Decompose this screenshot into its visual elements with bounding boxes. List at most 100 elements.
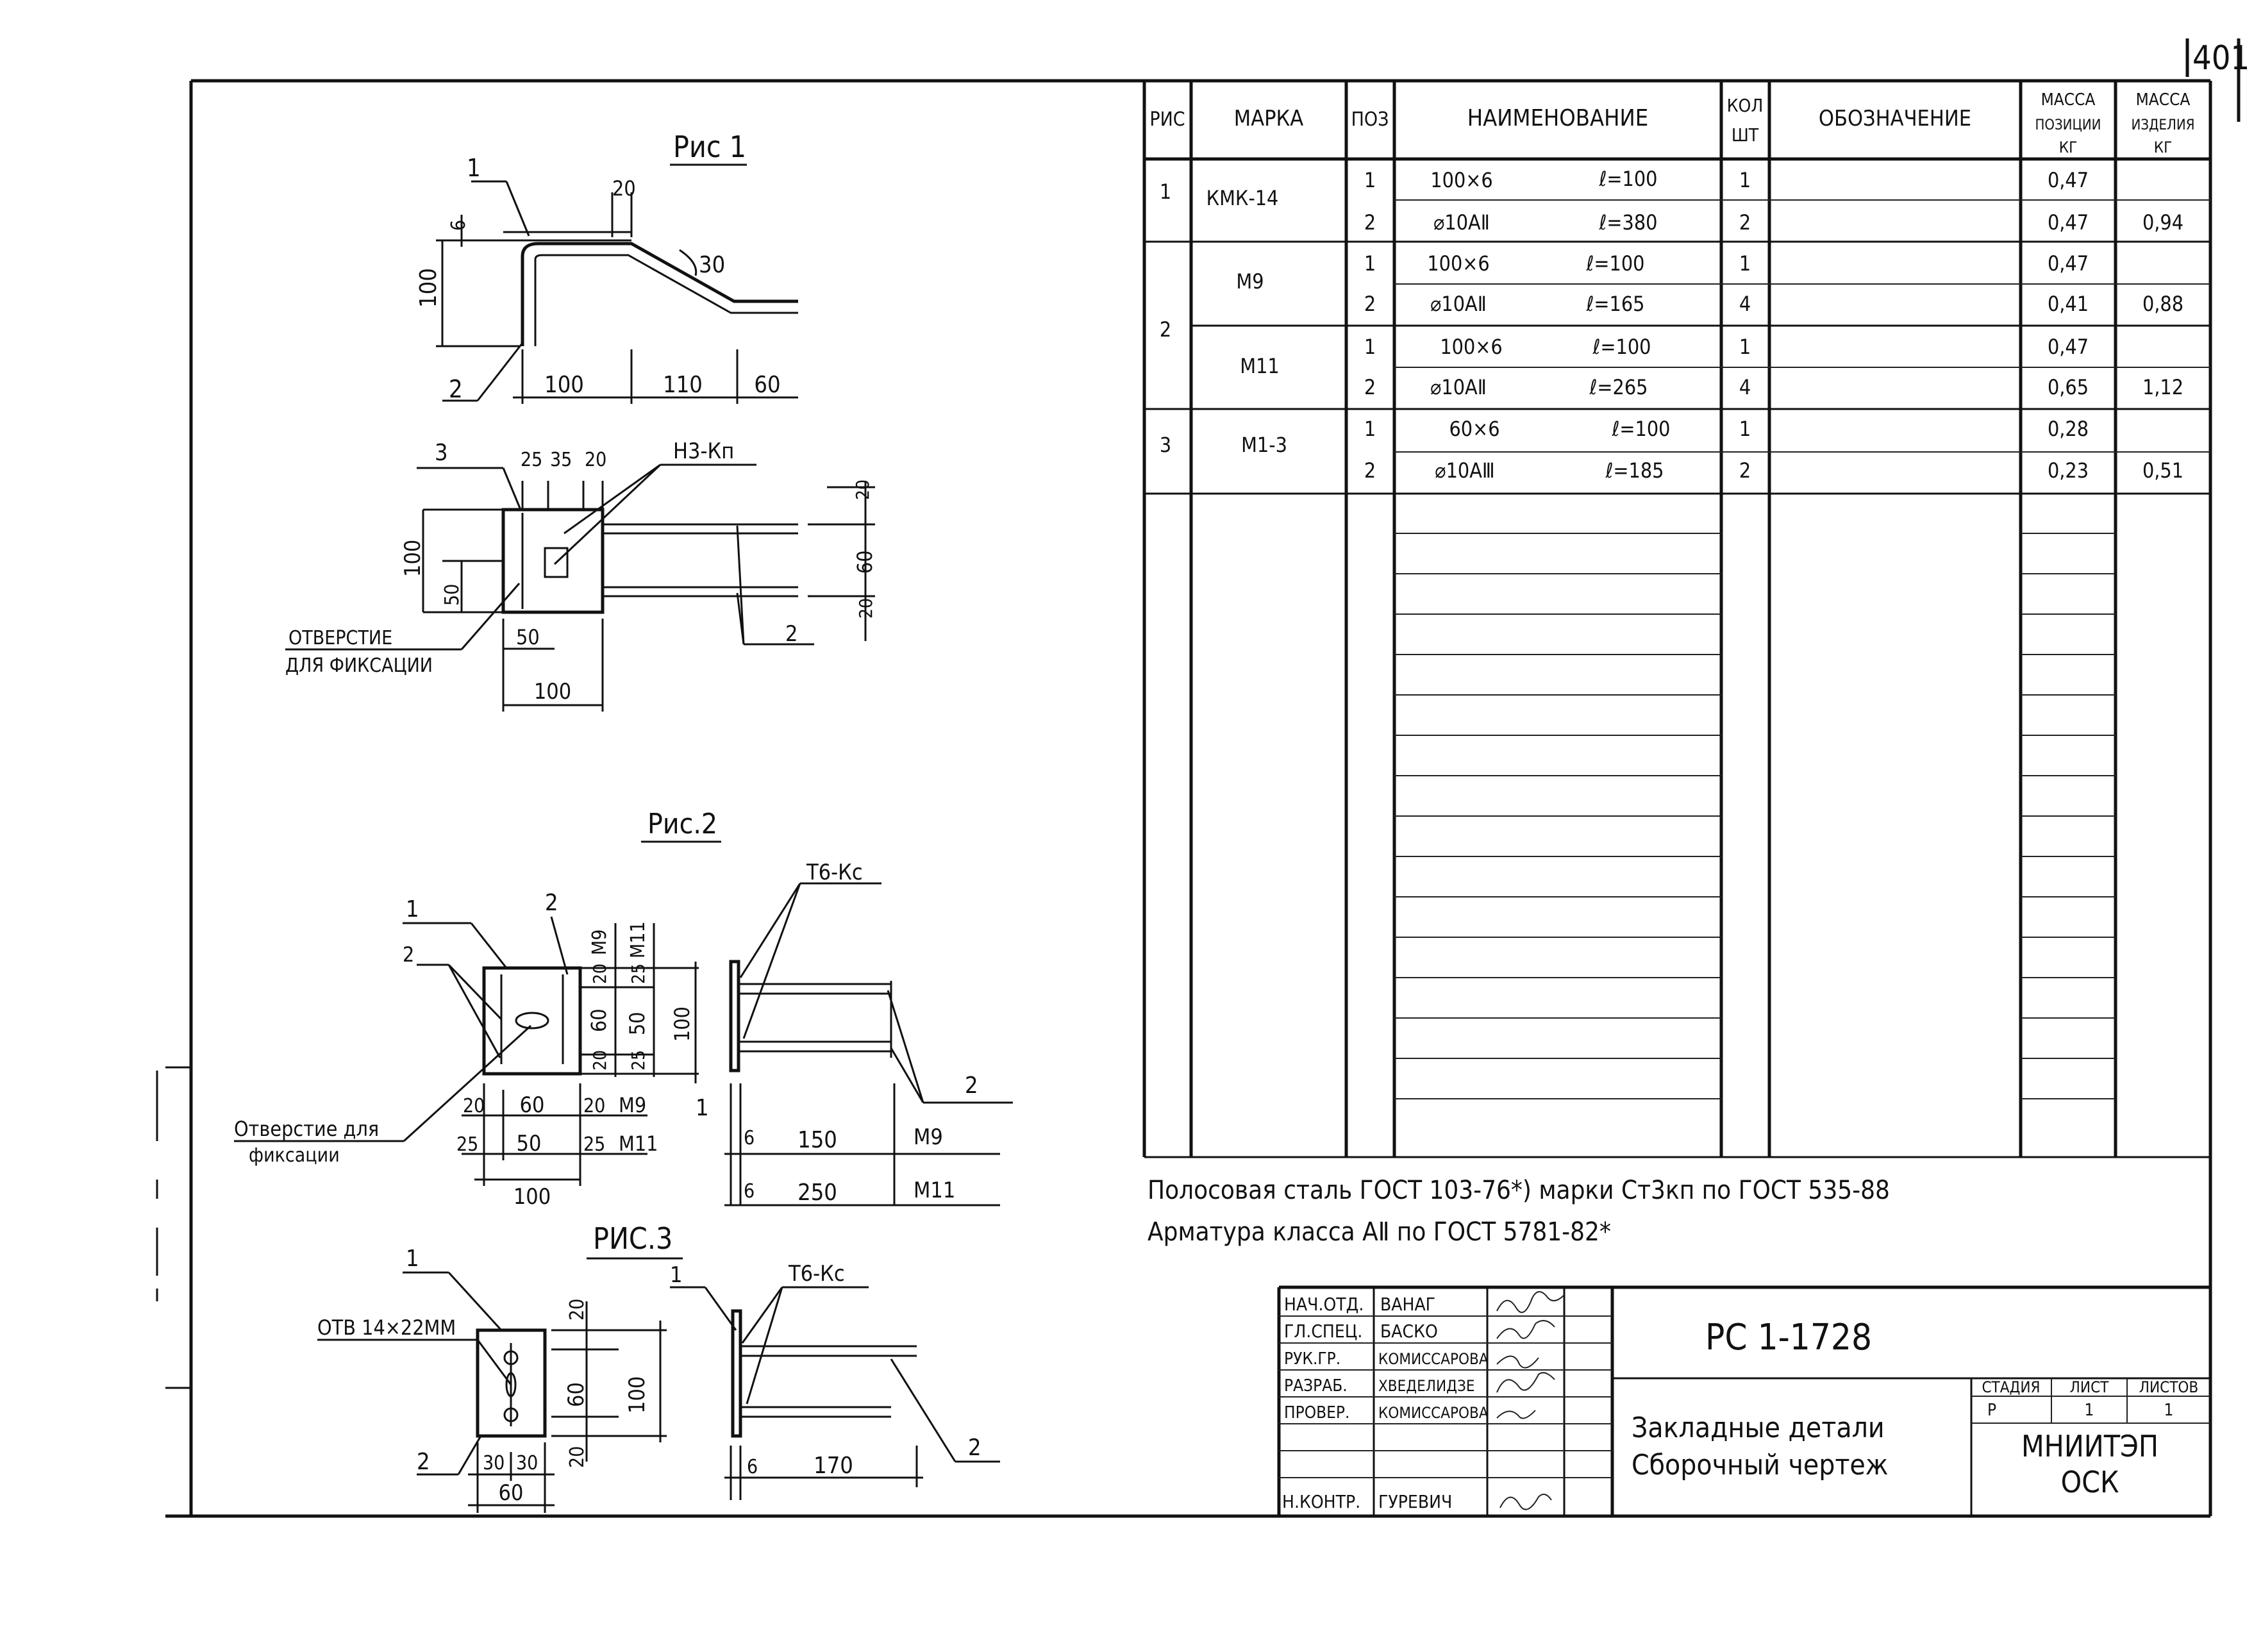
svg-text:1: 1 [1364, 335, 1376, 359]
svg-text:20: 20 [612, 176, 636, 201]
svg-text:1: 1 [696, 1095, 709, 1121]
svg-text:0,88: 0,88 [2142, 292, 2183, 316]
svg-text:110: 110 [663, 372, 703, 398]
svg-text:КГ: КГ [2059, 138, 2078, 156]
svg-text:20: 20 [589, 964, 610, 984]
svg-text:0,47: 0,47 [2048, 335, 2089, 359]
svg-text:0,47: 0,47 [2048, 210, 2089, 235]
svg-text:20: 20 [566, 1446, 589, 1468]
svg-text:2: 2 [1364, 292, 1376, 316]
svg-text:100×6: 100×6 [1440, 335, 1502, 359]
table-row: 2 2 ⌀10АⅡ ℓ=165 4 0,41 0,88 [1160, 292, 2183, 342]
svg-text:ℓ=185: ℓ=185 [1605, 458, 1664, 483]
svg-text:1: 1 [1739, 168, 1751, 192]
svg-text:25: 25 [456, 1133, 478, 1156]
figure-3: РИС.3 1 ОТВ 14×22ММ 2 20 60 100 20 30 30… [317, 1221, 1000, 1513]
svg-text:ГУРЕВИЧ: ГУРЕВИЧ [1378, 1491, 1452, 1512]
header-mass-pos: МАССА [2041, 90, 2096, 110]
svg-text:100: 100 [400, 540, 426, 577]
svg-text:2: 2 [403, 942, 414, 967]
svg-text:1: 1 [406, 1246, 419, 1272]
header-oboz: ОБОЗНАЧЕНИЕ [1819, 106, 1971, 131]
svg-text:ℓ=100: ℓ=100 [1599, 167, 1658, 191]
sheet-value: 1 [2085, 1401, 2094, 1420]
svg-text:ДЛЯ ФИКСАЦИИ: ДЛЯ ФИКСАЦИИ [285, 655, 433, 677]
doc-code: РС 1-1728 [1705, 1317, 1872, 1358]
svg-text:150: 150 [797, 1127, 837, 1153]
svg-text:50: 50 [517, 1131, 542, 1156]
svg-text:1,12: 1,12 [2142, 375, 2183, 399]
svg-text:М11: М11 [619, 1131, 658, 1156]
svg-text:1: 1 [1739, 417, 1751, 441]
svg-text:50: 50 [441, 584, 463, 606]
svg-text:100: 100 [624, 1376, 650, 1414]
doc-subtitle: Сборочный чертеж [1632, 1449, 1888, 1481]
notes: Полосовая сталь ГОСТ 103-76*) марки Ст3к… [1148, 1176, 1890, 1247]
svg-text:25: 25 [521, 449, 542, 471]
svg-text:1: 1 [1739, 251, 1751, 276]
weld-label-fig2: Т6-Кс [806, 860, 863, 885]
svg-text:0,23: 0,23 [2048, 458, 2089, 483]
svg-text:НАЧ.ОТД.: НАЧ.ОТД. [1284, 1294, 1364, 1315]
svg-text:2: 2 [1364, 210, 1376, 235]
table-row: М11 1 100×6 ℓ=100 1 0,47 [1240, 335, 2089, 378]
svg-text:100: 100 [544, 372, 584, 398]
svg-text:2: 2 [1160, 317, 1171, 342]
svg-text:2: 2 [1364, 375, 1376, 399]
svg-text:60: 60 [499, 1480, 524, 1506]
svg-text:ХВЕДЕЛИДЗЕ: ХВЕДЕЛИДЗЕ [1378, 1377, 1475, 1395]
svg-text:⌀10АⅡ: ⌀10АⅡ [1430, 375, 1487, 399]
svg-text:⌀10АⅡ: ⌀10АⅡ [1433, 210, 1490, 235]
svg-text:2: 2 [785, 621, 797, 647]
table-row: 2 ⌀10АⅡ ℓ=265 4 0,65 1,12 [1364, 375, 2183, 399]
svg-text:М11: М11 [1240, 354, 1279, 378]
svg-text:1: 1 [467, 154, 481, 182]
svg-text:2: 2 [417, 1449, 430, 1475]
svg-text:0,47: 0,47 [2048, 168, 2089, 192]
svg-text:БАСКО: БАСКО [1380, 1321, 1438, 1342]
svg-text:0,28: 0,28 [2048, 417, 2089, 441]
weld-label-fig1: Н3-Кп [673, 438, 734, 464]
svg-text:2: 2 [1739, 458, 1751, 483]
svg-text:100: 100 [670, 1006, 694, 1042]
svg-text:КОМИССАРОВА: КОМИССАРОВА [1378, 1350, 1489, 1368]
signatures [1496, 1291, 1565, 1510]
figure-1-title: Рис 1 [673, 129, 746, 164]
header-ris: РИС [1149, 108, 1185, 131]
svg-text:1: 1 [1364, 251, 1376, 276]
svg-text:1: 1 [1160, 179, 1171, 204]
table-row: 1 КМК-14 1 100×6 ℓ=100 1 0,47 [1160, 167, 2089, 210]
svg-text:ℓ=265: ℓ=265 [1589, 375, 1648, 399]
title-block: НАЧ.ОТД. ВАНАГ ГЛ.СПЕЦ. БАСКО РУК.ГР. КО… [1277, 1285, 2210, 1516]
svg-text:3: 3 [1160, 433, 1171, 457]
weld-label-fig3: Т6-Кс [788, 1261, 845, 1287]
spec-table: РИС МАРКА ПОЗ НАИМЕНОВАНИЕ КОЛ ШТ ОБОЗНА… [1142, 81, 2210, 1158]
table-row: М9 1 100×6 ℓ=100 1 0,47 [1236, 251, 2089, 294]
signer-row: ПРОВЕР. КОМИССАРОВА [1284, 1403, 1489, 1423]
svg-text:1: 1 [1739, 335, 1751, 359]
table-row: 2 ⌀10АⅢ ℓ=185 2 0,23 0,51 [1364, 458, 2183, 483]
hole-label-fig3: ОТВ 14×22ММ [317, 1315, 456, 1340]
svg-text:250: 250 [797, 1180, 837, 1206]
header-marka: МАРКА [1234, 106, 1303, 131]
svg-text:401: 401 [2192, 39, 2250, 78]
svg-text:РУК.ГР.: РУК.ГР. [1284, 1349, 1340, 1369]
svg-text:100: 100 [415, 268, 442, 308]
drawing-frame [156, 79, 2212, 1518]
svg-text:ℓ=380: ℓ=380 [1599, 210, 1658, 235]
svg-text:РАЗРАБ.: РАЗРАБ. [1284, 1376, 1348, 1396]
svg-text:2: 2 [1739, 210, 1751, 235]
svg-text:6: 6 [747, 1456, 758, 1478]
figure-1: Рис 1 1 2 6 20 100 30 100 110 60 [285, 129, 877, 712]
page-number: 401 [2185, 38, 2250, 122]
svg-text:60: 60 [564, 1382, 589, 1407]
figure-2-title: Рис.2 [647, 808, 717, 840]
svg-text:25: 25 [628, 964, 649, 984]
header-poz: ПОЗ [1351, 108, 1389, 131]
svg-text:⌀10АⅢ: ⌀10АⅢ [1435, 458, 1494, 483]
svg-text:60: 60 [520, 1092, 545, 1118]
svg-text:50: 50 [516, 625, 540, 649]
hole-label-fig2: Отверстие для [234, 1117, 379, 1141]
svg-text:60: 60 [587, 1008, 611, 1032]
